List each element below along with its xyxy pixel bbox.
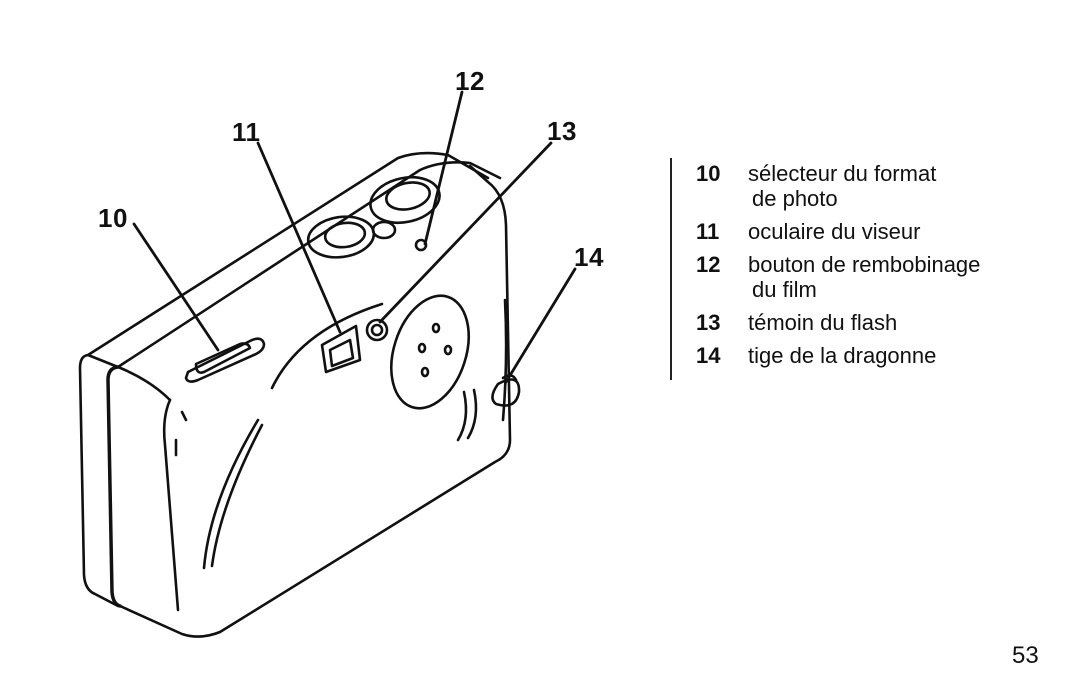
legend-label: témoin du flash	[748, 310, 898, 335]
page-number: 53	[1012, 642, 1039, 669]
format-selector	[184, 337, 266, 383]
callout-10: 10	[98, 203, 128, 233]
flash-indicator	[365, 318, 389, 342]
leader-lines	[132, 90, 577, 384]
legend-item-11: 11 oculaire du viseur	[696, 219, 1036, 244]
front-details	[174, 294, 478, 570]
top-controls	[306, 175, 441, 259]
viewfinder	[320, 324, 362, 374]
callout-14: 14	[574, 242, 604, 272]
callout-12: 12	[455, 66, 485, 96]
legend-number: 11	[696, 219, 720, 244]
legend-divider	[670, 158, 672, 380]
parts-legend: 10 sélecteur du format de photo 11 ocula…	[696, 161, 1036, 376]
legend-label: oculaire du viseur	[748, 219, 921, 244]
legend-item-12: 12 bouton de rembobinage du film	[696, 252, 1036, 302]
legend-number: 13	[696, 310, 721, 335]
camera-body	[78, 151, 512, 638]
legend-label: sélecteur du format	[748, 161, 937, 186]
callout-11: 11	[232, 117, 261, 147]
legend-number: 14	[696, 343, 721, 368]
legend-item-14: 14 tige de la dragonne	[696, 343, 1036, 368]
legend-label: bouton de rembobinage	[748, 252, 981, 277]
legend-item-13: 13 témoin du flash	[696, 310, 1036, 335]
legend-item-10: 10 sélecteur du format de photo	[696, 161, 1036, 211]
legend-label-continued: du film	[752, 277, 817, 302]
callout-13: 13	[547, 116, 577, 146]
legend-number: 10	[696, 161, 721, 186]
legend-number: 12	[696, 252, 721, 277]
legend-label-continued: de photo	[752, 186, 838, 211]
legend-label: tige de la dragonne	[748, 343, 937, 368]
